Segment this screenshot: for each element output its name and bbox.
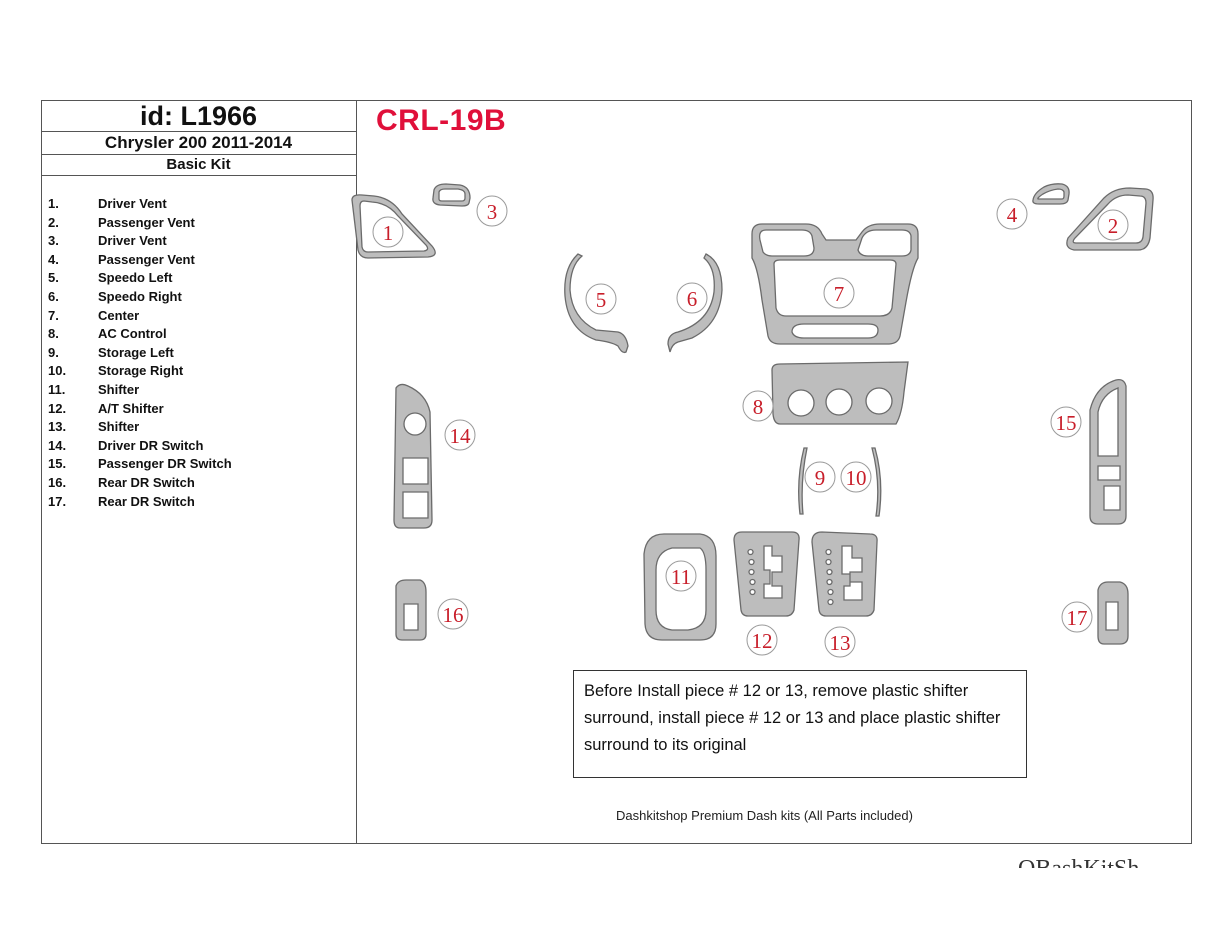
list-item: 7.Center [48, 307, 140, 323]
callout-7 [823, 277, 855, 309]
part-8-ac-control [771, 361, 909, 425]
part-3-driver-vent [432, 183, 471, 207]
callout-11 [665, 560, 697, 592]
install-note: Before Install piece # 12 or 13, remove … [573, 670, 1027, 778]
part-10-storage-right [871, 447, 882, 517]
callout-label-7: 7 [834, 282, 845, 306]
callout-10 [840, 461, 872, 493]
callout-3 [476, 195, 508, 227]
part-12-at-shifter [733, 531, 800, 617]
callout-9 [804, 461, 836, 493]
callout-label-5: 5 [596, 288, 607, 312]
vehicle-model: Chrysler 200 2011-2014 [104, 133, 293, 152]
part-7-center-bezel [751, 223, 919, 345]
callout-label-9: 9 [815, 466, 826, 490]
part-1-driver-vent [351, 194, 436, 259]
part-4-passenger-vent [1032, 183, 1070, 205]
list-item: 17.Rear DR Switch [48, 493, 195, 509]
part-5-speedo-left [564, 253, 629, 354]
kit-type: Basic Kit [166, 156, 231, 173]
callout-16 [437, 598, 469, 630]
callout-13 [824, 626, 856, 658]
callout-label-10: 10 [846, 466, 867, 490]
part-9-storage-left [798, 447, 808, 515]
callout-17 [1061, 601, 1093, 633]
callout-14 [444, 419, 476, 451]
callout-label-17: 17 [1067, 606, 1088, 630]
callout-label-13: 13 [830, 631, 851, 655]
list-item: 15.Passenger DR Switch [48, 456, 232, 472]
callout-label-12: 12 [752, 629, 773, 653]
callout-label-6: 6 [687, 287, 698, 311]
part-6-speedo-right [667, 253, 723, 353]
list-item: 12.A/T Shifter [48, 400, 164, 416]
list-item: 5.Speedo Left [48, 270, 173, 286]
callout-4 [996, 198, 1028, 230]
callout-label-8: 8 [753, 395, 764, 419]
parts-list: 1.Driver Vent 2.Passenger Vent 3.Driver … [48, 195, 232, 511]
list-item: 8.AC Control [48, 326, 167, 342]
kit-code: CRL-19B [376, 104, 507, 137]
callout-15 [1050, 406, 1082, 438]
list-item: 6.Speedo Right [48, 288, 182, 304]
callout-label-16: 16 [443, 603, 464, 627]
parts-panel [41, 100, 357, 844]
callout-label-15: 15 [1056, 411, 1077, 435]
part-13-shifter [811, 531, 878, 617]
footer-text: Dashkitshop Premium Dash kits (All Parts… [616, 808, 913, 823]
callout-label-14: 14 [450, 424, 472, 448]
watermark-text: OBashKitSh [1018, 856, 1139, 868]
callout-1 [372, 216, 404, 248]
list-item: 10.Storage Right [48, 363, 184, 379]
callout-label-1: 1 [383, 221, 394, 245]
divider [41, 175, 356, 176]
list-item: 11.Shifter [48, 381, 140, 397]
callout-6 [676, 282, 708, 314]
kit-id: id: L1966 [139, 101, 258, 131]
callout-label-4: 4 [1007, 203, 1018, 227]
part-2-passenger-vent [1066, 187, 1154, 251]
callout-label-3: 3 [487, 200, 498, 224]
part-16-rear-dr-switch [395, 579, 427, 641]
callout-label-11: 11 [671, 565, 691, 589]
diagram-frame [41, 100, 1192, 844]
callout-2 [1097, 209, 1129, 241]
list-item: 13.Shifter [48, 419, 140, 435]
list-item: 4.Passenger Vent [48, 251, 195, 267]
list-item: 2.Passenger Vent [48, 214, 195, 230]
list-item: 9.Storage Left [48, 344, 174, 360]
divider [41, 154, 356, 155]
callout-8 [742, 390, 774, 422]
callout-12 [746, 624, 778, 656]
list-item: 14.Driver DR Switch [48, 437, 204, 453]
list-item: 16.Rear DR Switch [48, 474, 195, 490]
part-15-passenger-dr-switch [1089, 378, 1127, 525]
list-item: 1.Driver Vent [48, 196, 167, 211]
part-14-driver-dr-switch [393, 383, 433, 529]
callout-label-2: 2 [1108, 214, 1119, 238]
part-17-rear-dr-switch [1097, 581, 1129, 645]
list-item: 3.Driver Vent [48, 233, 167, 249]
callout-5 [585, 283, 617, 315]
part-11-shifter [643, 533, 717, 641]
divider [41, 131, 356, 132]
